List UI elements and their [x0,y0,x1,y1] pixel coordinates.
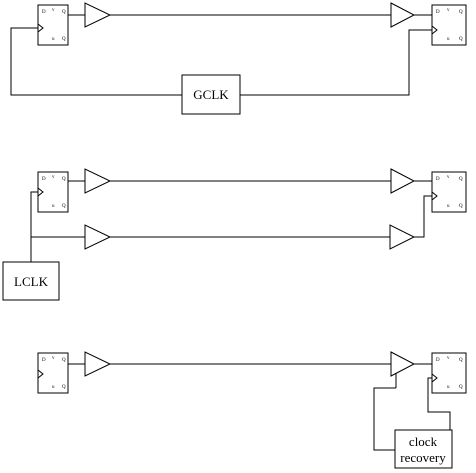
clock-buffer [84,224,112,250]
svg-text:v: v [447,8,450,13]
svg-text:D: D [436,10,440,15]
gclk-label: GCLK [193,87,229,102]
gclk-wire-right [240,29,432,96]
clock-recovery-label-line1: clock [409,434,438,449]
svg-text:Q: Q [62,37,66,42]
svg-text:Q: Q [459,204,463,209]
svg-text:u: u [447,385,450,390]
svg-text:v: v [52,175,55,180]
recovery-input-wire [373,387,396,451]
svg-text:D: D [42,177,46,182]
gclk-box: GCLK [181,74,241,115]
lclk-wire-to-source [30,191,38,262]
svg-text:v: v [447,175,450,180]
svg-text:Q: Q [459,177,463,182]
svg-text:Q: Q [459,358,463,363]
svg-text:Q: Q [62,358,66,363]
clock-recovery-box: clock recovery [394,429,453,469]
svg-text:Q: Q [62,385,66,390]
buffer [84,351,112,377]
lclk-label: LCLK [14,274,49,289]
clock-buffer [389,224,416,250]
svg-text:D: D [436,177,440,182]
buffer [84,2,112,28]
svg-text:v: v [52,356,55,361]
svg-text:v: v [447,356,450,361]
gclk-wire-left [10,27,182,96]
svg-text:D: D [436,358,440,363]
svg-text:v: v [52,8,55,13]
svg-text:u: u [52,204,55,209]
svg-text:Q: Q [459,37,463,42]
buffer [84,168,112,194]
svg-text:u: u [52,385,55,390]
svg-text:u: u [52,37,55,42]
svg-text:D: D [42,10,46,15]
clock-recovery-label-line2: recovery [400,450,446,465]
svg-text:u: u [447,37,450,42]
lclk-wire-to-destination [414,195,432,238]
svg-text:Q: Q [459,385,463,390]
buffer [390,2,416,28]
buffer [390,351,416,377]
svg-text:u: u [447,204,450,209]
svg-text:Q: Q [62,177,66,182]
svg-text:Q: Q [459,10,463,15]
svg-text:Q: Q [62,204,66,209]
lclk-box: LCLK [2,261,60,301]
buffer [390,168,416,194]
svg-text:D: D [42,358,46,363]
recovered-clock-wire [427,377,451,430]
svg-text:Q: Q [62,10,66,15]
